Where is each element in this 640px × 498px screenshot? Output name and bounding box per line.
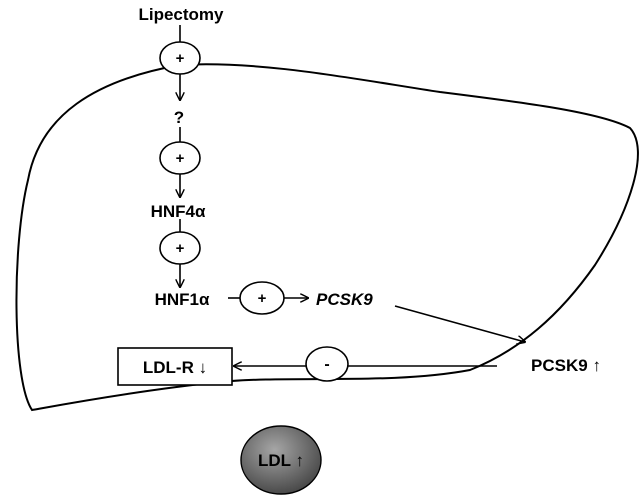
liver-outline (15, 63, 639, 412)
ldl-particle: LDL ↑ (240, 425, 322, 495)
ldlr-box: LDL-R ↓ (117, 347, 233, 386)
svg-text:+: + (176, 150, 185, 167)
label-pcsk9-protein: PCSK9 ↑ (531, 356, 601, 375)
label-unknown: ? (174, 108, 184, 127)
label-hnf1a: HNF1α (155, 290, 210, 309)
plus-sign-2: + (159, 141, 201, 175)
svg-text:+: + (258, 290, 267, 307)
label-ldl: LDL ↑ (258, 451, 304, 470)
svg-text:-: - (324, 356, 329, 373)
minus-sign: - (305, 346, 349, 382)
svg-text:+: + (176, 240, 185, 257)
label-ldlr: LDL-R ↓ (143, 358, 207, 377)
plus-sign-1: + (159, 41, 201, 75)
label-pcsk9-gene: PCSK9 (316, 290, 373, 309)
label-hnf4a: HNF4α (151, 202, 206, 221)
label-lipectomy: Lipectomy (138, 5, 224, 24)
svg-text:+: + (176, 50, 185, 67)
plus-sign-4: + (239, 281, 285, 315)
plus-sign-3: + (159, 231, 201, 265)
arrow-pcsk9-secretion (394, 305, 525, 342)
